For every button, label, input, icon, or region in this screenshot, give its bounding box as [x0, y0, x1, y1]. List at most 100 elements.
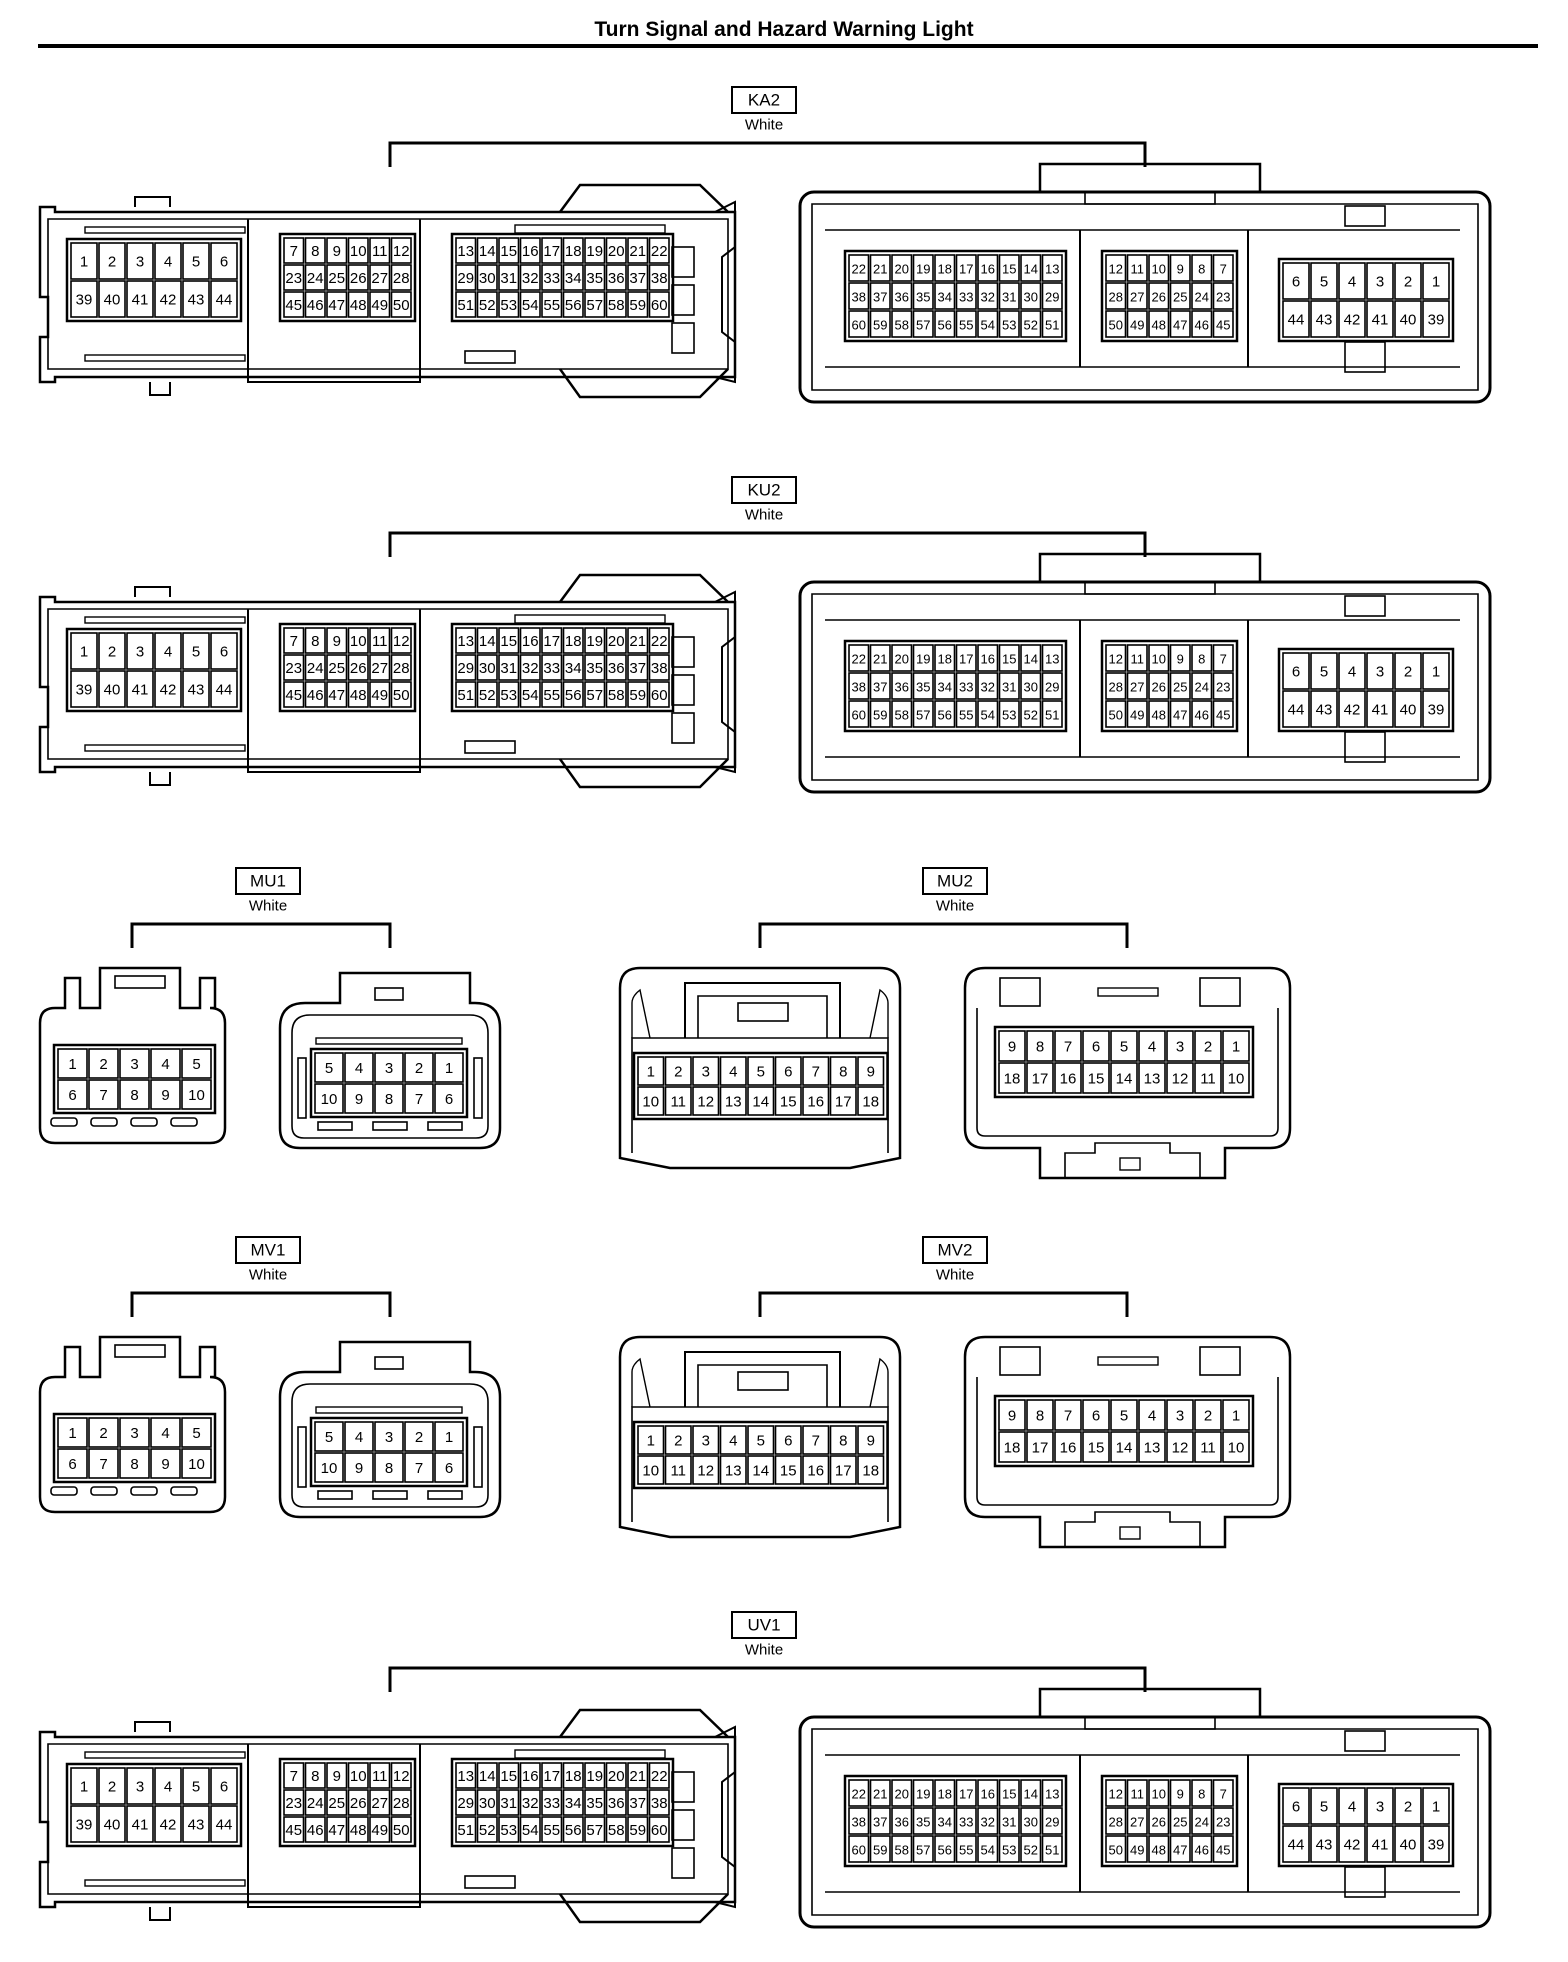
pin-cell: 39	[70, 1805, 98, 1843]
pin-label: 2	[1404, 274, 1412, 291]
pin-cell: 18	[857, 1455, 885, 1485]
pin-label: 36	[608, 660, 625, 677]
pin-label: 1	[1432, 274, 1440, 291]
pin-label: 6	[220, 644, 228, 661]
pin-label: 12	[1109, 1787, 1123, 1802]
pin-label: 6	[784, 1433, 792, 1450]
pin-cell: 41	[126, 280, 154, 318]
pin-label: 58	[608, 1822, 625, 1839]
pin-label: 6	[1292, 274, 1300, 291]
pin-label: 17	[1032, 1071, 1049, 1088]
pin-label: 8	[1198, 262, 1205, 277]
connector-id: MV2	[938, 1241, 973, 1260]
pin-label: 55	[959, 318, 973, 333]
pin-cell: 8	[374, 1083, 404, 1114]
pin-label: 23	[1216, 680, 1230, 695]
pin-label: 51	[457, 1822, 474, 1839]
pin-cell: 24	[1191, 282, 1213, 310]
pin-label: 23	[285, 270, 302, 287]
pin-cell: 30	[476, 1789, 498, 1816]
pin-label: 8	[839, 1064, 847, 1081]
pin-label: 43	[188, 292, 205, 309]
pin-cell: 12	[1166, 1062, 1194, 1094]
pin-label: 33	[959, 290, 973, 305]
pin-cell: 34	[934, 282, 956, 310]
pin-label: 25	[1173, 1815, 1187, 1830]
pin-label: 1	[1232, 1408, 1240, 1425]
pin-label: 2	[99, 1056, 107, 1073]
pin-cell: 8	[119, 1079, 150, 1110]
pin-cell: 21	[869, 254, 891, 282]
pin-cell: 39	[1422, 300, 1450, 338]
pin-cell: 50	[390, 291, 412, 318]
pin-label: 15	[1088, 1071, 1105, 1088]
pin-cell: 45	[283, 681, 305, 708]
pin-label: 6	[1292, 1799, 1300, 1816]
pin-label: 16	[981, 652, 995, 667]
pin-label: 33	[543, 1795, 560, 1812]
pin-cell: 45	[283, 1816, 305, 1843]
pin-label: 4	[164, 1779, 172, 1796]
pin-cell: 11	[664, 1455, 692, 1485]
pin-cell: 4	[719, 1425, 747, 1455]
pin-cell: 1	[1422, 1787, 1450, 1825]
pin-cell: 51	[455, 681, 477, 708]
pin-cell: 12	[1105, 644, 1127, 672]
pin-label: 38	[852, 680, 866, 695]
pin-label: 28	[393, 1795, 410, 1812]
pin-label: 8	[385, 1091, 393, 1108]
pin-label: 22	[852, 652, 866, 667]
pin-cell: 32	[977, 672, 999, 700]
pin-label: 7	[99, 1456, 107, 1473]
pin-cell: 33	[541, 654, 563, 681]
pin-cell: 28	[390, 654, 412, 681]
pin-cell: 38	[848, 1807, 870, 1835]
connector-id: KU2	[747, 481, 780, 500]
pin-label: 25	[328, 660, 345, 677]
pin-cell: 44	[1282, 300, 1310, 338]
pin-label: 6	[1092, 1039, 1100, 1056]
pin-cell: 54	[977, 700, 999, 728]
pin-cell: 3	[692, 1056, 720, 1086]
pin-label: 38	[651, 1795, 668, 1812]
pin-cell: 3	[126, 632, 154, 670]
pin-label: 18	[938, 652, 952, 667]
pin-label: 15	[780, 1094, 797, 1111]
pin-label: 37	[873, 1815, 887, 1830]
pin-cell: 8	[304, 1762, 326, 1789]
pin-label: 15	[1002, 652, 1016, 667]
pin-cell: 59	[627, 681, 649, 708]
connector-color: White	[249, 898, 287, 915]
pin-label: 2	[1404, 664, 1412, 681]
pin-cell: 21	[869, 644, 891, 672]
pin-label: 34	[565, 660, 582, 677]
pin-cell: 5	[181, 1048, 212, 1079]
pin-label: 23	[285, 660, 302, 677]
pin-label: 4	[1348, 274, 1356, 291]
pin-cell: 22	[848, 1779, 870, 1807]
pin-cell: 38	[848, 282, 870, 310]
pin-cell: 13	[1041, 1779, 1063, 1807]
pin-cell: 32	[977, 1807, 999, 1835]
pin-label: 5	[1120, 1039, 1128, 1056]
pin-label: 45	[285, 1822, 302, 1839]
pin-cell: 11	[1126, 254, 1148, 282]
pin-label: 6	[445, 1091, 453, 1108]
pin-cell: 18	[562, 627, 584, 654]
pin-cell: 25	[1169, 672, 1191, 700]
pin-label: 47	[1173, 1843, 1187, 1858]
pin-label: 7	[99, 1087, 107, 1104]
pin-label: 21	[629, 633, 646, 650]
page-title: Turn Signal and Hazard Warning Light	[594, 18, 974, 41]
pin-cell: 39	[1422, 1825, 1450, 1863]
pin-label: 52	[479, 297, 496, 314]
pin-cell: 2	[404, 1421, 434, 1452]
pin-label: 18	[1004, 1440, 1021, 1457]
pin-cell: 56	[934, 310, 956, 338]
